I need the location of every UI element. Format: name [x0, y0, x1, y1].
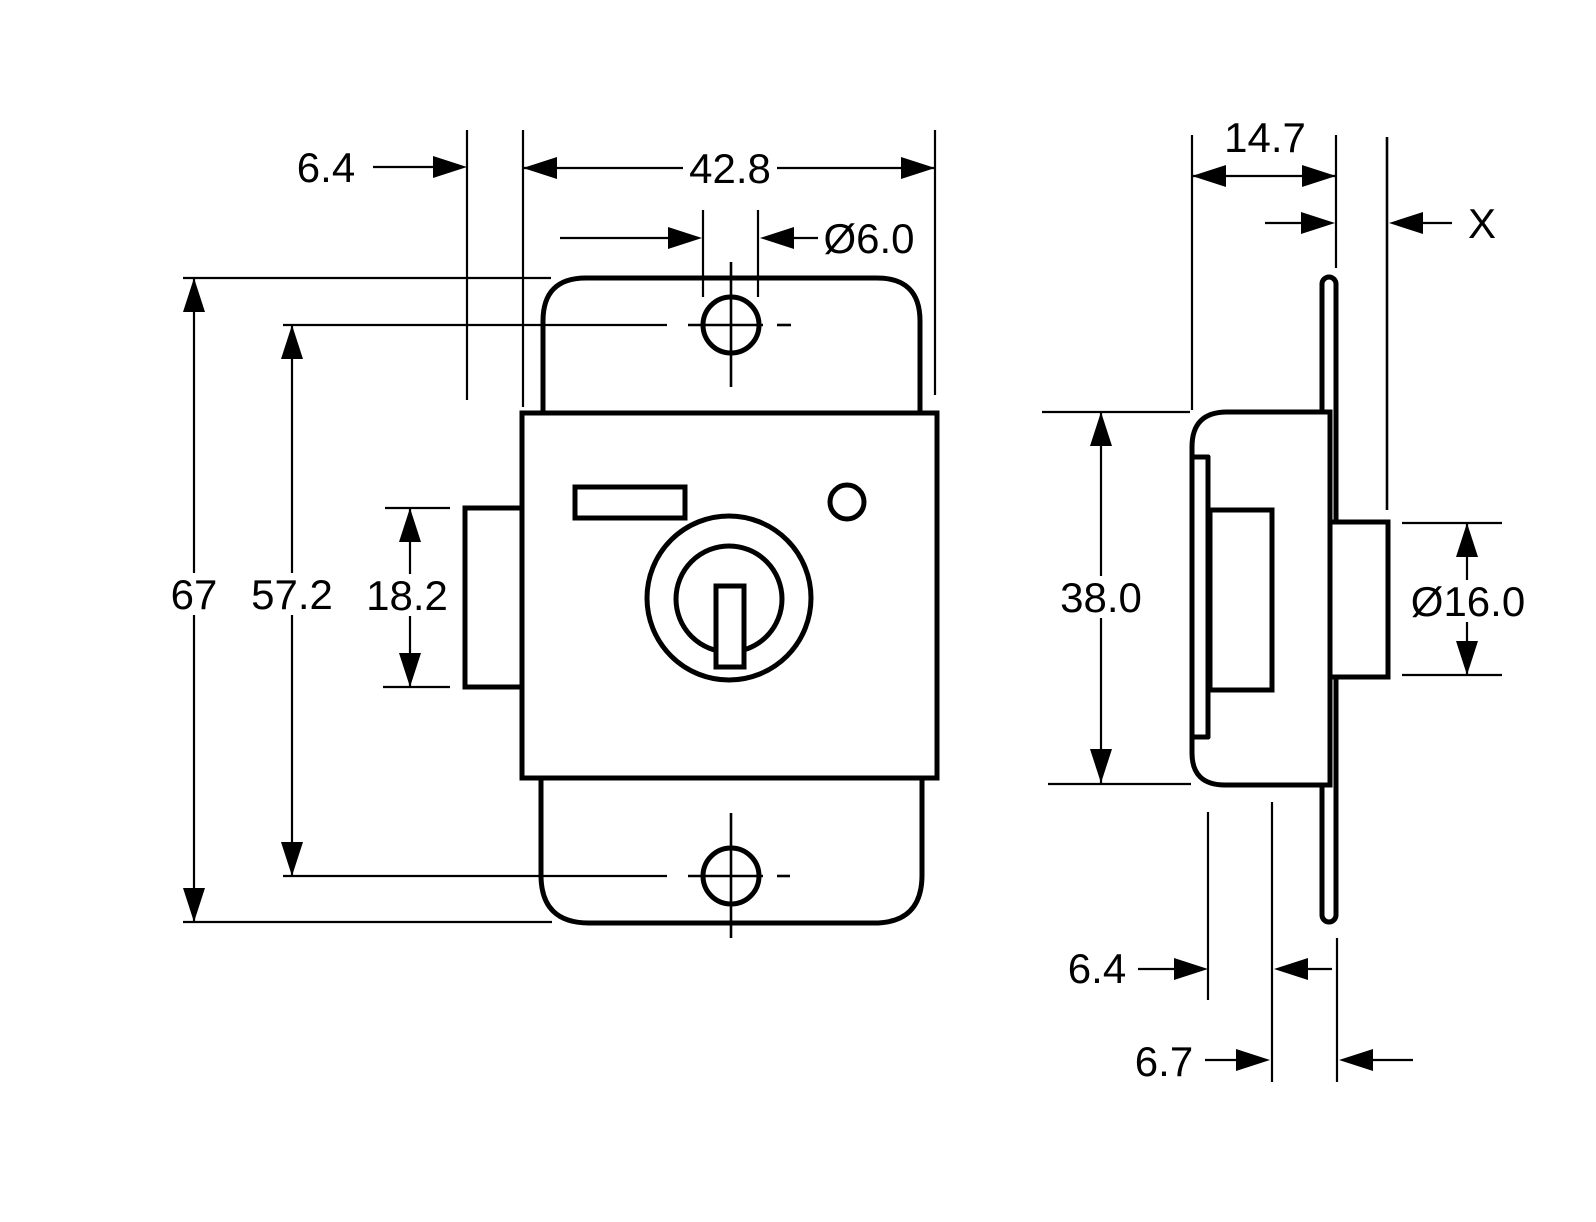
arrowhead-up	[281, 325, 303, 359]
arrowhead-left	[760, 227, 794, 249]
side-latch	[1207, 507, 1275, 693]
arrowhead-left	[523, 157, 557, 179]
dim-front-latch-height: 18.2	[360, 508, 454, 687]
front-latch	[462, 505, 525, 690]
arrowhead-up	[183, 278, 205, 312]
dim-side-cylinder-protrusion: 6.7	[1135, 1038, 1413, 1085]
dim-label-front-latch-height: 18.2	[366, 572, 448, 619]
front-rivet-circle	[827, 482, 867, 522]
arrowhead-right	[1236, 1049, 1270, 1071]
arrowhead-down	[183, 888, 205, 922]
front-slot-cutout	[572, 484, 688, 521]
dim-label-side-cylinder-protrusion: 6.7	[1135, 1038, 1193, 1085]
arrowhead-right	[668, 227, 702, 249]
arrowhead-up	[1456, 523, 1478, 557]
dim-side-latch-depth: 6.4	[1068, 945, 1332, 992]
bottom-hole-centerlines	[688, 813, 790, 938]
top-hole-centerlines	[688, 262, 791, 387]
dim-front-hole-pitch: 57.2	[245, 325, 339, 876]
arrowhead-down	[1090, 749, 1112, 783]
arrowhead-right	[433, 156, 467, 178]
arrowhead-right	[1174, 958, 1208, 980]
dim-side-body-height: 38.0	[1051, 412, 1151, 783]
dim-side-panel-thickness: X	[1265, 200, 1496, 247]
arrowhead-right	[901, 157, 935, 179]
arrowhead-down	[1456, 641, 1478, 675]
dim-label-side-latch-depth: 6.4	[1068, 945, 1126, 992]
arrowhead-right	[1302, 165, 1336, 187]
dim-front-overall-height: 67	[167, 278, 221, 922]
dim-label-side-body-height: 38.0	[1060, 574, 1142, 621]
arrowhead-up	[399, 508, 421, 542]
dim-label-front-mount-hole-diameter: Ø6.0	[823, 215, 914, 262]
dim-side-cylinder-diameter: Ø16.0	[1403, 523, 1533, 675]
arrowhead-left	[1192, 165, 1226, 187]
dim-label-front-body-width: 42.8	[689, 145, 771, 192]
arrowhead-down	[399, 653, 421, 687]
dim-front-mount-hole-diameter: Ø6.0	[560, 215, 915, 262]
dim-front-body-width: 42.8	[523, 145, 935, 192]
arrowhead-right	[1301, 212, 1335, 234]
side-lock-body	[1189, 409, 1333, 788]
arrowhead-down	[281, 842, 303, 876]
dim-label-side-panel-thickness: X	[1468, 200, 1496, 247]
front-keyway	[713, 583, 747, 670]
side-view: 14.7 X 38.0 Ø16.0	[1042, 114, 1533, 1085]
front-extension-lines	[183, 130, 937, 924]
arrowhead-left	[1389, 212, 1423, 234]
dim-label-front-hole-pitch: 57.2	[251, 571, 333, 618]
arrowhead-left	[1339, 1049, 1373, 1071]
front-cylinder-outer-ring	[644, 513, 814, 683]
dim-label-side-cylinder-diameter: Ø16.0	[1411, 578, 1525, 625]
dim-side-body-depth: 14.7	[1192, 114, 1336, 187]
arrowhead-up	[1090, 412, 1112, 446]
dim-label-front-overall-height: 67	[171, 571, 218, 618]
dim-label-front-latch-offset: 6.4	[297, 144, 355, 191]
side-extension-lines	[1042, 135, 1502, 1082]
front-view: 6.4 42.8 Ø6.0 67	[167, 130, 940, 938]
dim-front-latch-offset: 6.4	[297, 144, 467, 191]
dim-label-side-body-depth: 14.7	[1224, 114, 1306, 161]
arrowhead-left	[1274, 958, 1308, 980]
side-cylinder	[1327, 519, 1391, 680]
